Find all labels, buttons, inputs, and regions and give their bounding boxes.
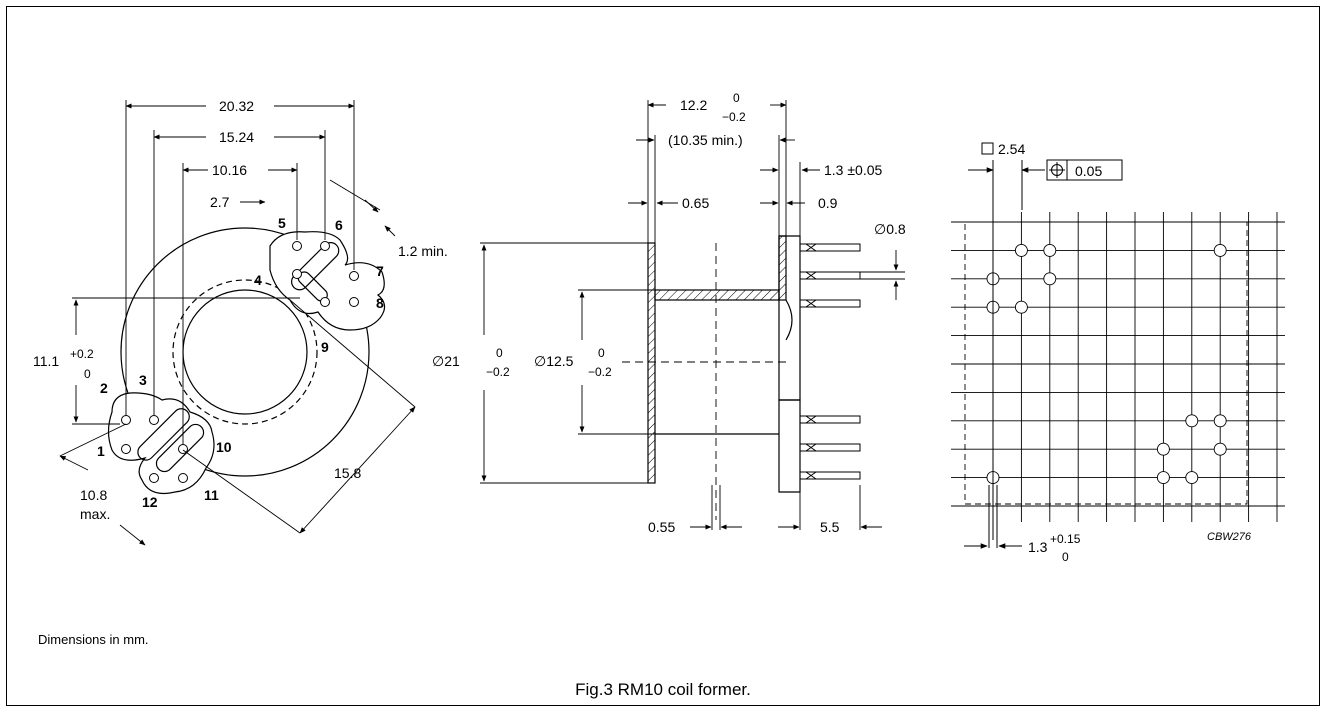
grid-view [951, 212, 1285, 522]
dim-label: 10.8 [80, 487, 107, 503]
outline-dashed [964, 221, 1248, 505]
top-view-dimension-lines [59, 103, 416, 546]
outer-flange-circle [120, 227, 370, 477]
side-pins-lower [799, 415, 861, 480]
left-flange [647, 242, 656, 484]
side-view-dimension-text: 12.2 0 −0.2 (10.35 min.) 1.3 ±0.05 0.65 … [432, 91, 906, 535]
pin-label: 3 [139, 372, 147, 388]
dim-label: 1.3 [1028, 539, 1048, 555]
pin-hole [121, 415, 131, 425]
dim-tolerance-upper: 0 [598, 346, 605, 360]
dim-tolerance-upper: 0 [733, 91, 740, 105]
dim-label: 0.65 [682, 195, 709, 211]
pin-label: 5 [278, 215, 286, 231]
dim-label: 10.16 [212, 162, 247, 178]
dim-label: ∅0.8 [874, 221, 906, 237]
pin-hole [149, 415, 159, 425]
top-view-extension-lines [59, 100, 416, 534]
inner-bore-circle [182, 289, 308, 415]
pin-label: 8 [376, 295, 384, 311]
pin-hole [320, 241, 330, 251]
dim-tolerance-lower: 0 [1062, 550, 1069, 564]
dim-label: 2.54 [998, 141, 1025, 157]
dim-label: 1.3 ±0.05 [824, 162, 882, 178]
dim-label: ∅12.5 [534, 353, 574, 369]
dim-label: ∅21 [432, 353, 460, 369]
dim-tolerance-upper: +0.15 [1050, 532, 1081, 546]
tube-top-wall [654, 289, 780, 301]
dim-label: max. [80, 506, 110, 522]
figure-caption: Fig.3 RM10 coil former. [575, 680, 751, 699]
pin-label: 11 [204, 487, 219, 503]
grid-hole [1014, 243, 1028, 257]
pin-label: 12 [142, 494, 158, 510]
dimensions-note: Dimensions in mm. [38, 632, 149, 647]
pin-hole [320, 297, 330, 307]
dim-tolerance-lower: −0.2 [588, 365, 612, 379]
dim-tolerance-upper: 0 [496, 346, 503, 360]
grid-hole [1156, 471, 1170, 485]
dim-label: 0.55 [648, 519, 675, 535]
pin-label: 6 [335, 217, 343, 233]
pin-hole [292, 269, 302, 279]
dim-label: 15.8 [334, 465, 361, 481]
top-view-pin-holes [121, 241, 359, 483]
dim-label: 5.5 [820, 519, 840, 535]
pin-hole [149, 473, 159, 483]
grid-view-annotations: 2.54 0.05 1.3 +0.15 0 CBW276 [964, 141, 1252, 564]
drawing-id: CBW276 [1207, 531, 1252, 543]
pin-label: 7 [376, 263, 384, 279]
position-tolerance-frame [1046, 159, 1123, 181]
dim-label: 0.05 [1075, 163, 1102, 179]
terminal-block-lower [107, 392, 215, 495]
grid-hole [1043, 243, 1057, 257]
dim-label: 11.1 [33, 353, 59, 369]
right-flange [778, 235, 787, 301]
pin-label: 1 [97, 443, 105, 459]
dim-label: 12.2 [680, 97, 707, 113]
dim-tolerance-upper: +0.2 [70, 347, 94, 361]
pin-hole [121, 444, 131, 454]
top-view [59, 100, 416, 546]
dim-tolerance-lower: −0.2 [722, 110, 746, 124]
dim-tolerance-lower: −0.2 [486, 365, 510, 379]
pin-label: 4 [254, 272, 262, 288]
dim-tolerance-lower: 0 [84, 367, 91, 381]
dim-label: (10.35 min.) [668, 132, 743, 148]
grid-hole [1213, 414, 1227, 428]
grid-hole [1185, 414, 1199, 428]
grid-hole [1213, 442, 1227, 456]
top-view-dimension-text: 20.32 15.24 10.16 2.7 1.2 min. 11.1 +0.2… [33, 98, 448, 522]
figure-frame [6, 6, 1320, 706]
core-dashed-circle [172, 279, 318, 425]
pin-labels: 1 2 3 4 5 6 7 8 9 10 11 12 [97, 215, 384, 510]
pin-label: 2 [100, 380, 108, 396]
grid-hole [1156, 442, 1170, 456]
grid-hole [1185, 471, 1199, 485]
dim-label: 0.9 [818, 195, 838, 211]
pin-hole [349, 271, 359, 281]
pin-label: 10 [216, 439, 232, 455]
square-symbol [981, 142, 994, 155]
side-view [480, 100, 905, 530]
grid-hole [1014, 300, 1028, 314]
pin-hole [178, 473, 188, 483]
pin-hole [292, 241, 302, 251]
dim-label: 20.32 [219, 98, 254, 114]
dim-label: 2.7 [210, 194, 230, 210]
pin-label: 9 [321, 339, 329, 355]
dim-label: 1.2 min. [398, 243, 448, 259]
pin-hole [349, 297, 359, 307]
grid-hole [1043, 272, 1057, 286]
dim-label: 15.24 [219, 129, 254, 145]
side-pins-upper [799, 243, 861, 308]
grid-hole [1213, 243, 1227, 257]
